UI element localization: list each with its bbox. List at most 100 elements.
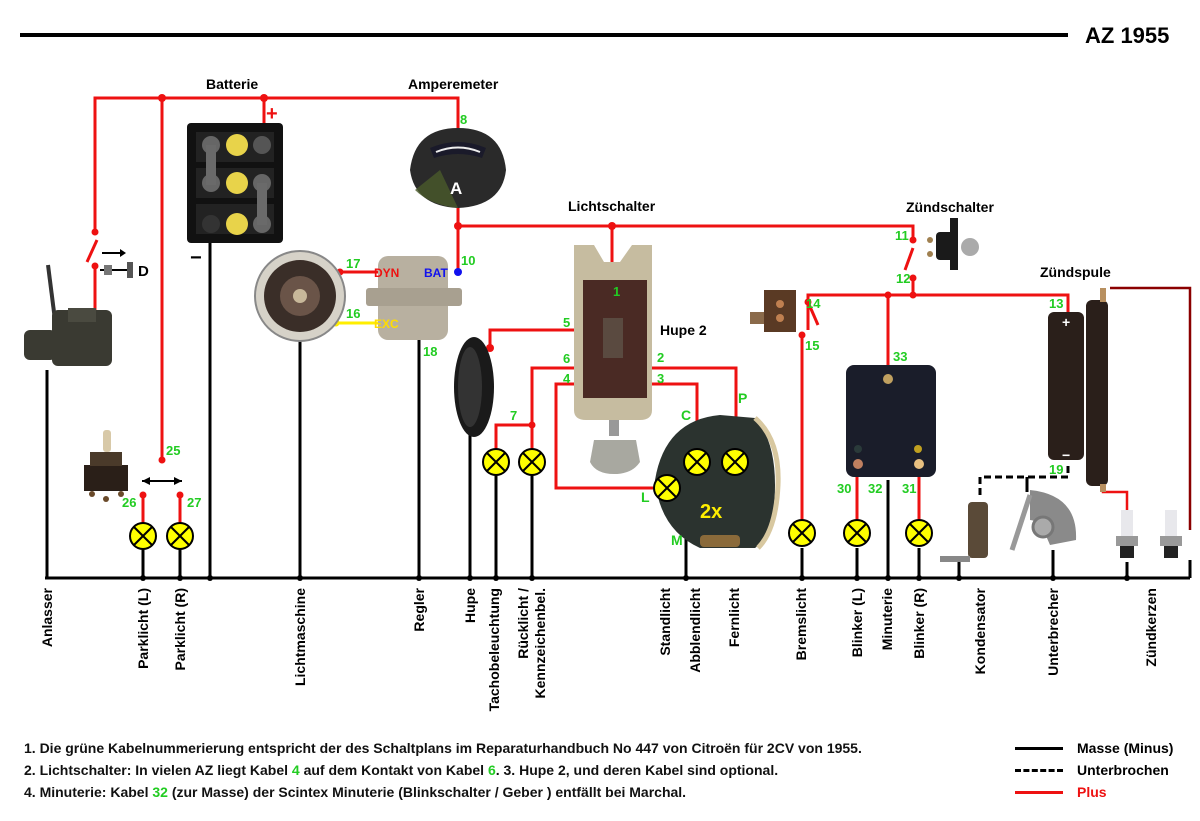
headlight: [655, 415, 781, 550]
horn2-label: Hupe 2: [660, 322, 707, 338]
legend-plus: Plus: [1015, 781, 1173, 803]
lamp-icon: [482, 448, 510, 476]
lamp-icon: [721, 448, 749, 476]
wire-number: 33: [893, 349, 907, 364]
wire-number: 26: [122, 495, 136, 510]
wire-number: 4: [563, 371, 571, 386]
wire-number: 3: [657, 371, 664, 386]
wire-number: 32: [868, 481, 882, 496]
red-line-swatch: [1015, 790, 1063, 794]
ground-label: Tachobeleuchtung: [486, 588, 502, 711]
ground-label: Blinker (R): [911, 588, 927, 659]
wire-number: 16: [346, 306, 360, 321]
ground-label: Minuterie: [879, 588, 895, 650]
flasher-unit: [846, 365, 936, 477]
page-title: AZ 1955: [1085, 23, 1169, 48]
ammeter-label: Amperemeter: [408, 76, 499, 92]
contact-breaker: [1009, 490, 1077, 551]
condenser: [940, 502, 988, 562]
lamps: [129, 448, 933, 550]
wire-number: 14: [806, 296, 821, 311]
wire-number: 15: [805, 338, 819, 353]
ignition-coil: [1048, 288, 1108, 492]
ground-label: Fernlicht: [726, 588, 742, 647]
wire-number: 10: [461, 253, 475, 268]
ammeter-symbol: A: [450, 179, 462, 198]
note-4: 4. Minuterie: Kabel 32 (zur Masse) der S…: [24, 784, 687, 800]
lamp-icon: [683, 448, 711, 476]
wire-number: 13: [1049, 296, 1063, 311]
note-2: 2. Lichtschalter: In vielen AZ liegt Kab…: [24, 762, 779, 778]
lamp-icon: [129, 522, 157, 550]
legend-interrupted: Unterbrochen: [1015, 759, 1173, 781]
ground-label: Lichtmaschine: [292, 588, 308, 686]
wire-number: 6: [563, 351, 570, 366]
ht-wire: [1110, 286, 1192, 530]
spark-plugs: [1116, 510, 1182, 558]
wire-number: 25: [166, 443, 180, 458]
interrupted-wire: [978, 463, 1070, 495]
battery: [187, 123, 283, 243]
ground-label: Rücklicht /: [515, 588, 531, 659]
lamp-icon: [905, 519, 933, 547]
regulator-bat: BAT: [424, 266, 448, 280]
lamp-icon: [843, 519, 871, 547]
ground-ticks: [140, 575, 1130, 581]
terminal-c: C: [681, 407, 691, 423]
battery-label: Batterie: [206, 76, 258, 92]
wire-number: 1: [613, 284, 620, 299]
wire-number: 5: [563, 315, 570, 330]
wire-number: 7: [510, 408, 517, 423]
legend-ground: Masse (Minus): [1015, 737, 1173, 759]
ground-label: Kennzeichenbel.: [532, 588, 548, 698]
ground-label: Abblendlicht: [687, 588, 703, 673]
horn: [454, 337, 494, 437]
ground-label: Anlasser: [39, 587, 55, 647]
starter-motor: [24, 264, 112, 366]
regulator-dyn: DYN: [374, 266, 399, 280]
headlight-count: 2x: [700, 501, 722, 523]
light-switch-label: Lichtschalter: [568, 198, 656, 214]
wire-number: 12: [896, 271, 910, 286]
ignition-coil-label: Zündspule: [1040, 264, 1111, 280]
terminal-l: L: [641, 489, 650, 505]
starter-switch-label: D: [138, 263, 149, 280]
note-1: 1. Die grüne Kabelnummerierung entsprich…: [24, 740, 862, 756]
regulator-exc: EXC: [374, 317, 399, 331]
ground-labels: Anlasser Parklicht (L) Parklicht (R) Lichtm…: [39, 587, 1159, 711]
bat-terminal: [454, 268, 462, 276]
ignition-switch: [927, 218, 979, 270]
lamp-icon: [653, 474, 681, 502]
coil-minus: −: [1062, 447, 1070, 463]
coil-plus: +: [1062, 314, 1070, 330]
parking-light-switch: [84, 430, 182, 502]
ground-label: Parklicht (R): [172, 588, 188, 670]
wire-number: 30: [837, 481, 851, 496]
ground-label: Kondensator: [972, 587, 988, 674]
solid-line-swatch: [1015, 746, 1063, 750]
wire-number: 19: [1049, 462, 1063, 477]
wire-number: 27: [187, 495, 201, 510]
wire-number: 2: [657, 350, 664, 365]
ignition-switch-label: Zündschalter: [906, 199, 994, 215]
regulator: [366, 256, 462, 340]
wire-number: 8: [460, 112, 467, 127]
lamp-icon: [788, 519, 816, 547]
wire-number: 17: [346, 256, 360, 271]
legend: Masse (Minus) Unterbrochen Plus: [1015, 737, 1173, 803]
ground-label: Standlicht: [657, 588, 673, 656]
terminal-m: M: [671, 532, 683, 548]
light-switch: [574, 245, 652, 474]
starter-switch-d: [100, 249, 133, 278]
ht-wire: [1101, 490, 1129, 510]
battery-minus: −: [190, 247, 202, 269]
ground-label: Hupe: [462, 588, 478, 623]
wire-number: 31: [902, 481, 916, 496]
ground-label: Unterbrecher: [1045, 587, 1061, 675]
ground-label: Parklicht (L): [135, 588, 151, 669]
wire-number: 18: [423, 344, 437, 359]
footnotes: 1. Die grüne Kabelnummerierung entsprich…: [24, 737, 862, 803]
ground-label: Blinker (L): [849, 588, 865, 657]
terminal-p: P: [738, 390, 747, 406]
